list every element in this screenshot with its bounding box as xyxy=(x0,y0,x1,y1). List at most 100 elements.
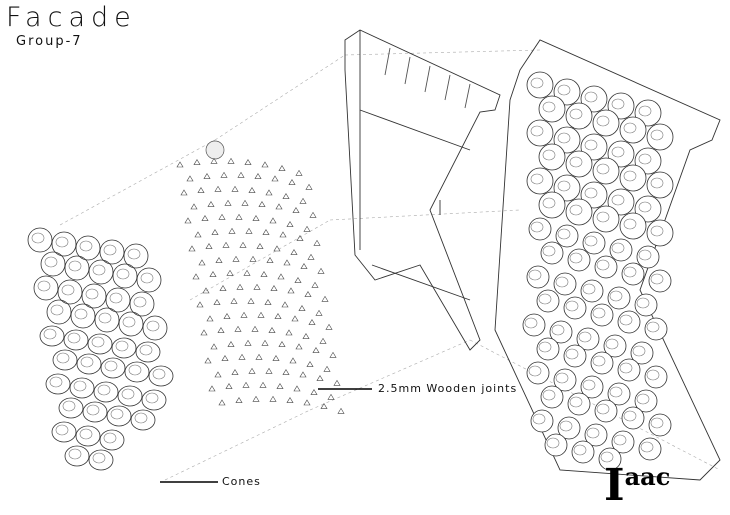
assembled-cone xyxy=(565,102,593,130)
assembled-cone-opening xyxy=(569,204,583,216)
wooden-joint xyxy=(236,283,244,290)
cone-opening xyxy=(68,260,82,272)
assembled-cone-opening xyxy=(638,153,652,165)
assembled-cone xyxy=(555,224,579,248)
wooden-joint xyxy=(282,369,290,375)
wooden-joint xyxy=(232,255,240,262)
assembled-cone xyxy=(553,174,581,202)
assembled-cone xyxy=(557,416,581,440)
wooden-joint xyxy=(261,161,269,168)
wooden-joint xyxy=(235,397,243,403)
cone-opening xyxy=(68,448,82,460)
wooden-joint xyxy=(238,353,246,360)
cone xyxy=(130,409,156,431)
assembled-cone-opening xyxy=(551,324,565,336)
cone xyxy=(87,333,113,355)
assembled-cone xyxy=(576,327,600,351)
wooden-joint xyxy=(289,357,297,364)
cone-opening xyxy=(103,432,117,444)
wooden-joint xyxy=(231,185,239,192)
assembled-cone xyxy=(567,392,591,416)
cone-opening xyxy=(91,336,105,348)
wooden-joint xyxy=(257,311,265,318)
wooden-joint xyxy=(213,299,221,305)
assembled-cone xyxy=(540,385,564,409)
cone xyxy=(51,231,77,257)
assembled-cone xyxy=(592,205,620,233)
assembled-cone xyxy=(571,440,595,464)
wooden-joint xyxy=(219,285,227,291)
assembled-cone-opening xyxy=(596,259,610,271)
wooden-joint xyxy=(197,187,205,193)
wooden-joint xyxy=(210,343,218,350)
wooden-joint xyxy=(337,407,345,414)
wooden-joint xyxy=(254,173,262,179)
assembled-cone xyxy=(619,116,647,144)
cone xyxy=(141,389,167,411)
cone-opening xyxy=(73,380,87,392)
assembled-cone xyxy=(582,231,606,255)
cone-opening xyxy=(152,368,166,380)
wooden-joint xyxy=(304,291,312,297)
wooden-joint xyxy=(226,269,234,276)
assembled-cone-opening xyxy=(609,386,623,398)
wooden-joint xyxy=(268,327,276,333)
cone xyxy=(99,429,125,451)
wooden-joint xyxy=(285,329,293,336)
assembled-cone xyxy=(580,133,608,161)
assembled-cone xyxy=(619,164,647,192)
wooden-joint xyxy=(258,201,266,207)
assembled-cone-opening xyxy=(636,297,650,309)
assembled-cone xyxy=(646,123,674,151)
wooden-joint xyxy=(269,217,277,224)
wooden-joint xyxy=(220,171,228,178)
assembled-cone-opening xyxy=(542,149,556,161)
assembled-cone-opening xyxy=(569,252,583,264)
wooden-joint xyxy=(218,399,226,406)
wooden-joint xyxy=(296,235,304,241)
assembled-cone-opening xyxy=(611,194,625,206)
cone-opening xyxy=(43,328,57,340)
cone xyxy=(39,325,65,347)
wooden-joint xyxy=(286,397,294,403)
cone xyxy=(76,353,102,375)
assembled-cone-opening xyxy=(611,98,625,110)
assembled-cone-opening xyxy=(611,242,625,254)
assembled-cone xyxy=(646,219,674,247)
assembled-cone xyxy=(634,293,658,317)
assembled-cone xyxy=(528,217,552,241)
cone-opening xyxy=(92,264,106,276)
assembled-cone-opening xyxy=(632,345,646,357)
assembled-cone-opening xyxy=(582,283,596,295)
wooden-joint xyxy=(194,231,202,238)
wooden-joint xyxy=(299,197,307,204)
wooden-joint xyxy=(235,213,243,220)
cone-opening xyxy=(103,244,117,256)
assembled-cone-opening xyxy=(650,177,664,189)
wooden-joint xyxy=(192,273,200,280)
assembled-cone xyxy=(538,143,566,171)
cone xyxy=(105,287,131,313)
assembled-cone xyxy=(634,99,662,127)
wooden-joint xyxy=(244,339,252,346)
assembled-cone-opening xyxy=(609,290,623,302)
cone-opening xyxy=(79,240,93,252)
assembled-cone xyxy=(617,358,641,382)
wooden-joint xyxy=(204,357,212,364)
assembled-cone-opening xyxy=(530,77,544,89)
cone xyxy=(51,421,77,443)
wooden-joint xyxy=(221,355,229,361)
cone xyxy=(135,341,161,363)
assembled-cone-opening xyxy=(530,221,544,233)
assembled-cone-opening xyxy=(592,355,606,367)
cone-opening xyxy=(86,404,100,416)
assembled-cone-opening xyxy=(555,276,569,288)
assembled-cone xyxy=(621,262,645,286)
assembled-cone-opening xyxy=(646,321,660,333)
assembled-cone xyxy=(636,245,660,269)
cone-opening xyxy=(104,360,118,372)
wooden-joint xyxy=(223,313,231,319)
assembled-cone-opening xyxy=(592,307,606,319)
wooden-joint xyxy=(228,227,236,234)
